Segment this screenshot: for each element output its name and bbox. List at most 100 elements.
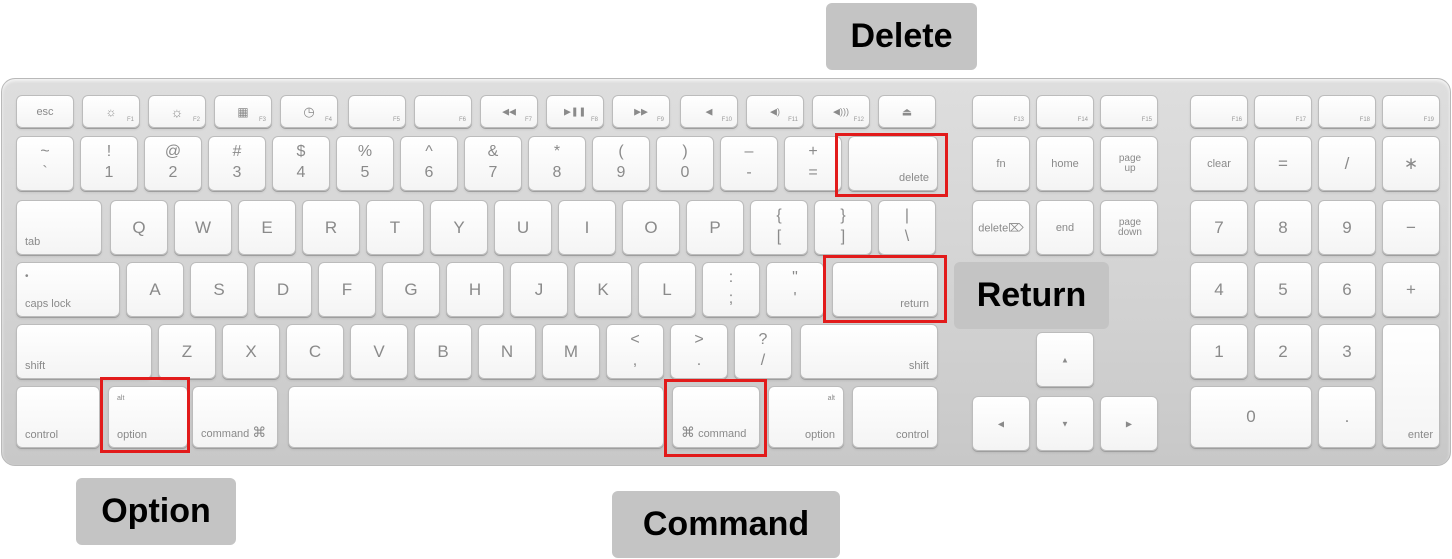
key-end[interactable]: end xyxy=(1036,200,1094,255)
key-bracket-open[interactable]: {[ xyxy=(750,200,808,255)
key-q[interactable]: Q xyxy=(110,200,168,255)
key-numpad-2[interactable]: 2 xyxy=(1254,324,1312,379)
key-j[interactable]: J xyxy=(510,262,568,317)
key-f13[interactable]: F13 xyxy=(972,95,1030,128)
key-semicolon[interactable]: :; xyxy=(702,262,760,317)
key-minus[interactable]: –- xyxy=(720,136,778,191)
key-6[interactable]: ^6 xyxy=(400,136,458,191)
key-fn[interactable]: fn xyxy=(972,136,1030,191)
key-r[interactable]: R xyxy=(302,200,360,255)
key-e[interactable]: E xyxy=(238,200,296,255)
key-quote[interactable]: "' xyxy=(766,262,824,317)
key-shift-left[interactable]: shift xyxy=(16,324,152,379)
key-equals[interactable]: += xyxy=(784,136,842,191)
key-d[interactable]: D xyxy=(254,262,312,317)
key-f9[interactable]: ▶▶F9 xyxy=(612,95,670,128)
key-8[interactable]: *8 xyxy=(528,136,586,191)
key-space[interactable] xyxy=(288,386,664,448)
key-home[interactable]: home xyxy=(1036,136,1094,191)
key-f16[interactable]: F16 xyxy=(1190,95,1248,128)
key-f4[interactable]: ◷F4 xyxy=(280,95,338,128)
key-backtick[interactable]: ~` xyxy=(16,136,74,191)
key-1[interactable]: !1 xyxy=(80,136,138,191)
key-9[interactable]: (9 xyxy=(592,136,650,191)
key-arrow-right[interactable]: ▶ xyxy=(1100,396,1158,451)
key-esc[interactable]: esc xyxy=(16,95,74,128)
key-f[interactable]: F xyxy=(318,262,376,317)
key-f5[interactable]: F5 xyxy=(348,95,406,128)
key-arrow-up[interactable]: ▲ xyxy=(1036,332,1094,387)
key-control-right[interactable]: control xyxy=(852,386,938,448)
key-numpad-5[interactable]: 5 xyxy=(1254,262,1312,317)
key-m[interactable]: M xyxy=(542,324,600,379)
key-n[interactable]: N xyxy=(478,324,536,379)
key-b[interactable]: B xyxy=(414,324,472,379)
key-numpad-minus[interactable]: − xyxy=(1382,200,1440,255)
key-g[interactable]: G xyxy=(382,262,440,317)
key-4[interactable]: $4 xyxy=(272,136,330,191)
key-c[interactable]: C xyxy=(286,324,344,379)
key-f19[interactable]: F19 xyxy=(1382,95,1440,128)
key-f7[interactable]: ◀◀F7 xyxy=(480,95,538,128)
key-numpad-dot[interactable]: . xyxy=(1318,386,1376,448)
key-w[interactable]: W xyxy=(174,200,232,255)
key-numpad-1[interactable]: 1 xyxy=(1190,324,1248,379)
key-t[interactable]: T xyxy=(366,200,424,255)
key-numpad-7[interactable]: 7 xyxy=(1190,200,1248,255)
key-u[interactable]: U xyxy=(494,200,552,255)
key-f2[interactable]: ☼F2 xyxy=(148,95,206,128)
key-f14[interactable]: F14 xyxy=(1036,95,1094,128)
key-2[interactable]: @2 xyxy=(144,136,202,191)
key-y[interactable]: Y xyxy=(430,200,488,255)
key-f17[interactable]: F17 xyxy=(1254,95,1312,128)
key-x[interactable]: X xyxy=(222,324,280,379)
key-numpad-equals[interactable]: = xyxy=(1254,136,1312,191)
key-return[interactable]: return xyxy=(832,262,938,317)
key-numpad-divide[interactable]: / xyxy=(1318,136,1376,191)
key-clear[interactable]: clear xyxy=(1190,136,1248,191)
key-backslash[interactable]: |\ xyxy=(878,200,936,255)
key-f6[interactable]: F6 xyxy=(414,95,472,128)
key-h[interactable]: H xyxy=(446,262,504,317)
key-eject[interactable]: ⏏ xyxy=(878,95,936,128)
key-numpad-multiply[interactable]: ∗ xyxy=(1382,136,1440,191)
key-control-left[interactable]: control xyxy=(16,386,100,448)
key-command-left[interactable]: command ⌘ xyxy=(192,386,278,448)
key-delete-forward[interactable]: delete⌦ xyxy=(972,200,1030,255)
key-f18[interactable]: F18 xyxy=(1318,95,1376,128)
key-z[interactable]: Z xyxy=(158,324,216,379)
key-f8[interactable]: ▶❚❚F8 xyxy=(546,95,604,128)
key-arrow-left[interactable]: ◀ xyxy=(972,396,1030,451)
key-numpad-8[interactable]: 8 xyxy=(1254,200,1312,255)
key-f1[interactable]: ☼F1 xyxy=(82,95,140,128)
key-period[interactable]: >. xyxy=(670,324,728,379)
key-f11[interactable]: ◀)F11 xyxy=(746,95,804,128)
key-numpad-3[interactable]: 3 xyxy=(1318,324,1376,379)
key-l[interactable]: L xyxy=(638,262,696,317)
key-k[interactable]: K xyxy=(574,262,632,317)
key-o[interactable]: O xyxy=(622,200,680,255)
key-numpad-4[interactable]: 4 xyxy=(1190,262,1248,317)
key-command-right[interactable]: ⌘ command xyxy=(672,386,760,448)
key-tab[interactable]: tab xyxy=(16,200,102,255)
key-shift-right[interactable]: shift xyxy=(800,324,938,379)
key-i[interactable]: I xyxy=(558,200,616,255)
key-5[interactable]: %5 xyxy=(336,136,394,191)
key-arrow-down[interactable]: ▼ xyxy=(1036,396,1094,451)
key-f3[interactable]: ▦F3 xyxy=(214,95,272,128)
key-caps-lock[interactable]: •caps lock xyxy=(16,262,120,317)
key-page-down[interactable]: page down xyxy=(1100,200,1158,255)
key-f15[interactable]: F15 xyxy=(1100,95,1158,128)
key-slash[interactable]: ?/ xyxy=(734,324,792,379)
key-numpad-0[interactable]: 0 xyxy=(1190,386,1312,448)
key-7[interactable]: &7 xyxy=(464,136,522,191)
key-page-up[interactable]: page up xyxy=(1100,136,1158,191)
key-numpad-9[interactable]: 9 xyxy=(1318,200,1376,255)
key-comma[interactable]: <, xyxy=(606,324,664,379)
key-numpad-enter[interactable]: enter xyxy=(1382,324,1440,448)
key-0[interactable]: )0 xyxy=(656,136,714,191)
key-bracket-close[interactable]: }] xyxy=(814,200,872,255)
key-v[interactable]: V xyxy=(350,324,408,379)
